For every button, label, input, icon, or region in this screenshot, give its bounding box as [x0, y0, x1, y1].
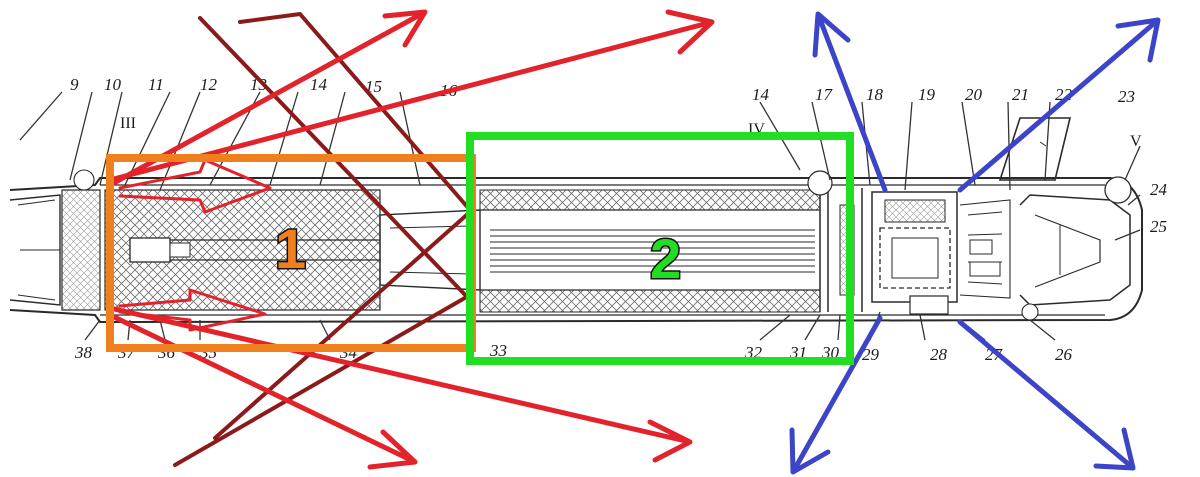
callout-10: 10 [104, 75, 122, 94]
tail-nozzle [1019, 176, 1132, 321]
blue-arrows [789, 11, 1161, 475]
red-arrow-up-2 [107, 9, 715, 183]
region-1-label: 1 [275, 217, 306, 280]
engine-compartment [871, 191, 1011, 315]
tube-bundle [480, 209, 820, 291]
detonator [129, 237, 171, 263]
callout-11: 11 [148, 75, 164, 94]
callout-25: 25 [1150, 217, 1167, 236]
callout-26: 26 [1055, 345, 1073, 364]
red-arrow-down-2 [107, 305, 693, 463]
callout-28: 28 [930, 345, 948, 364]
callout-23: 23 [1118, 87, 1135, 106]
red-hollow-arrow-bottom [118, 288, 267, 332]
blue-arrow-up-right [957, 17, 1161, 193]
region-2-label: 2 [650, 227, 681, 290]
nose-rings [61, 189, 101, 311]
callout-38: 38 [74, 343, 93, 362]
callout-19: 19 [918, 85, 936, 104]
callout-13: 13 [250, 75, 267, 94]
callouts-right: 24 25 [1114, 180, 1168, 241]
region-2-box [466, 132, 854, 365]
callout-9: 9 [70, 75, 79, 94]
detail-mark-v: V [1130, 133, 1142, 150]
callout-12: 12 [200, 75, 218, 94]
callouts-top: 9 10 11 12 13 14 15 16 14 17 18 19 20 21… [19, 75, 1141, 191]
red-arrow-down-1 [107, 312, 418, 470]
callout-33: 33 [489, 341, 507, 360]
tube-section-hatch-top [479, 189, 821, 211]
callout-24: 24 [1150, 180, 1168, 199]
blue-arrow-down-left [789, 315, 883, 475]
callout-14b: 14 [752, 85, 770, 104]
torpedo-body [9, 117, 1143, 324]
dark-red-line-4 [213, 210, 472, 440]
callout-14: 14 [310, 75, 328, 94]
blue-arrow-down-right [957, 319, 1136, 471]
dark-red-line-3 [173, 293, 472, 467]
callout-17: 17 [815, 85, 834, 104]
dark-red-line-2 [238, 12, 472, 212]
callout-21: 21 [1012, 85, 1029, 104]
callout-20: 20 [965, 85, 983, 104]
tube-section-hatch-bottom [479, 289, 821, 313]
detail-mark-iii: III [120, 115, 136, 132]
red-hollow-arrow-top [118, 158, 272, 214]
tail-fin [998, 117, 1072, 181]
callout-18: 18 [866, 85, 884, 104]
blue-arrow-up-left [812, 11, 888, 193]
callout-29: 29 [862, 345, 880, 364]
